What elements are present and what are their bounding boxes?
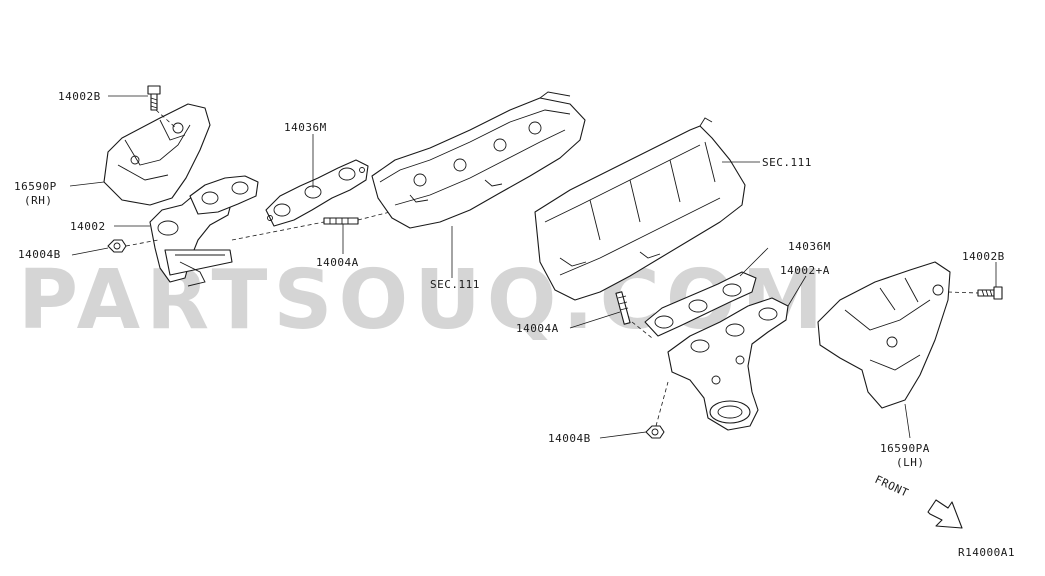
callout-14036m-lh: 14036M <box>788 240 831 253</box>
front-direction-indicator: FRONT <box>873 473 963 529</box>
callout-14002b-lh: 14002B <box>962 250 1005 263</box>
bolt-rh-14002b[interactable] <box>147 85 161 111</box>
bolt-lh-14002b[interactable] <box>977 286 1003 300</box>
cylinder-head-rh[interactable] <box>371 91 586 229</box>
callout-sec111-rh: SEC.111 <box>430 278 480 291</box>
callout-sec111-lh: SEC.111 <box>762 156 812 169</box>
heat-insulator-lh[interactable] <box>817 261 951 409</box>
callout-16590pa: 16590PA <box>880 442 930 455</box>
gasket-lh-14036m[interactable] <box>644 271 757 337</box>
callout-lh: (LH) <box>896 456 925 469</box>
dash-bolt-lh <box>947 291 979 294</box>
reference-code: R14000A1 <box>958 546 1015 559</box>
callout-14002a: 14002+A <box>780 264 830 277</box>
callout-14004b-rh: 14004B <box>18 248 61 261</box>
nut-rh-14004b[interactable] <box>107 239 127 253</box>
callout-14002b-rh: 14002B <box>58 90 101 103</box>
gasket-rh-inner[interactable] <box>189 175 259 215</box>
callout-16590p: 16590P <box>14 180 57 193</box>
stud-lh-14004a[interactable] <box>615 291 631 325</box>
nut-lh-14004b[interactable] <box>645 425 665 439</box>
cylinder-head-lh[interactable] <box>534 117 746 301</box>
dash-nut-rh <box>125 239 159 247</box>
dash-stud-rh-2 <box>357 211 391 221</box>
leader-lines <box>69 95 997 439</box>
dash-nut-lh <box>655 381 669 427</box>
stud-rh-14004a[interactable] <box>323 217 359 225</box>
front-arrow-icon <box>927 499 963 529</box>
callout-rh: (RH) <box>24 194 53 207</box>
callout-14004b-lh: 14004B <box>548 432 591 445</box>
callout-14004a-rh: 14004A <box>316 256 359 269</box>
dash-stud-rh <box>231 221 325 241</box>
heat-insulator-rh[interactable] <box>103 103 211 206</box>
front-label: FRONT <box>873 473 911 500</box>
callout-14004a-lh: 14004A <box>516 322 559 335</box>
dash-stud-lh <box>631 321 653 339</box>
gasket-rh-14036m[interactable] <box>265 159 369 227</box>
callout-14036m-rh: 14036M <box>284 121 327 134</box>
dash-bolt-rh <box>155 109 177 129</box>
exhaust-manifold-lh[interactable] <box>667 297 789 431</box>
callout-14002: 14002 <box>70 220 106 233</box>
